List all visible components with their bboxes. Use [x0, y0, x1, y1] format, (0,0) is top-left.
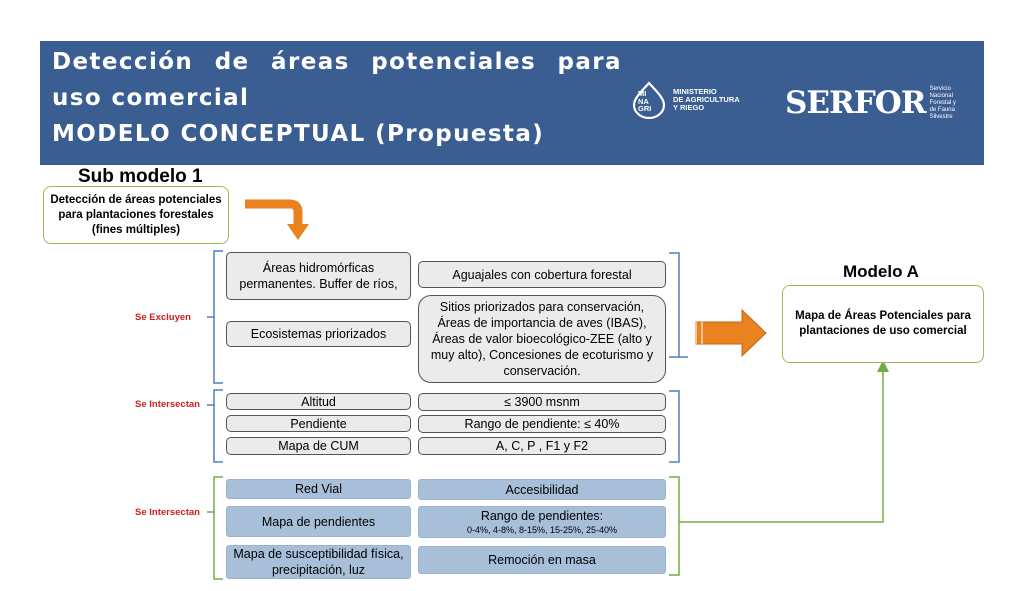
- box-sitios-priorizados: Sitios priorizados para conservación, Ár…: [418, 295, 666, 383]
- serfor-wordmark: SERFOR: [785, 85, 927, 121]
- label-se-intersectan-1: Se Intersectan: [135, 399, 200, 410]
- minagri-text: MINISTERIO DE AGRICULTURA Y RIEGO: [673, 88, 740, 112]
- box-ecosistemas-priorizados: Ecosistemas priorizados: [226, 321, 411, 347]
- title-word: potenciales: [371, 49, 537, 75]
- title-line-1: Detección de áreas potenciales para: [52, 44, 622, 80]
- box-aguajales: Aguajales con cobertura forestal: [418, 261, 666, 288]
- box-pendiente: Pendiente: [226, 415, 411, 432]
- box-remocion-masa: Remoción en masa: [418, 546, 666, 574]
- box-altitud-valor: ≤ 3900 msnm: [418, 393, 666, 411]
- bracket-access-left: [207, 476, 223, 580]
- rango-pendientes-values: 0-4%, 4-8%, 8-15%, 15-25%, 25-40%: [466, 525, 618, 535]
- box-accesibilidad: Accesibilidad: [418, 479, 666, 500]
- serfor-sub-line: Nacional: [929, 92, 953, 99]
- box-mapa-cum: Mapa de CUM: [226, 437, 411, 455]
- minagri-letters-2: NA: [638, 96, 649, 106]
- bracket-exclude-right: [669, 252, 688, 358]
- right-arrow-icon: [695, 308, 767, 358]
- minagri-text-line: MINISTERIO: [673, 87, 717, 96]
- title-word: para: [557, 49, 622, 75]
- submodel-title: Sub modelo 1: [78, 166, 203, 187]
- page-title: Detección de áreas potenciales para uso …: [52, 44, 622, 152]
- serfor-sub-line: Forestal y: [929, 99, 956, 106]
- header-banner: Detección de áreas potenciales para uso …: [40, 41, 984, 165]
- bracket-access-right: [669, 476, 680, 576]
- box-rango-pendientes: Rango de pendientes: 0-4%, 4-8%, 8-15%, …: [418, 506, 666, 538]
- title-word: Detección: [52, 49, 194, 75]
- submodel-description-box: Detección de áreas potenciales para plan…: [43, 186, 229, 244]
- bracket-intersect-left: [207, 389, 223, 463]
- minagri-text-line: Y RIEGO: [673, 103, 705, 112]
- serfor-sub-line: de Fauna: [929, 106, 955, 113]
- label-se-excluyen: Se Excluyen: [135, 312, 191, 323]
- minagri-drop-icon: MI NA GRI: [630, 81, 668, 119]
- curved-arrow-icon: [245, 199, 309, 240]
- minagri-text-line: DE AGRICULTURA: [673, 95, 740, 104]
- minagri-letters-1: MI: [638, 89, 647, 98]
- box-mapa-susceptibilidad: Mapa de susceptibilidad física, precipit…: [226, 545, 411, 579]
- title-line-3: MODELO CONCEPTUAL (Propuesta): [52, 121, 545, 147]
- title-word: de: [214, 49, 250, 75]
- minagri-letters-3: GRI: [638, 104, 652, 114]
- box-cum-valor: A, C, P , F1 y F2: [418, 437, 666, 455]
- box-red-vial: Red Vial: [226, 479, 411, 499]
- box-altitud: Altitud: [226, 393, 411, 410]
- modelo-a-box: Mapa de Áreas Potenciales para plantacio…: [782, 285, 984, 363]
- bracket-intersect-right: [669, 390, 680, 463]
- serfor-sub-line: Silvestre: [929, 113, 953, 120]
- connector-to-modelo-a: [679, 360, 889, 523]
- title-line-2: uso comercial: [52, 85, 250, 111]
- modelo-a-title: Modelo A: [843, 262, 919, 281]
- label-se-intersectan-2: Se Intersectan: [135, 507, 200, 518]
- title-word: áreas: [271, 49, 350, 75]
- box-areas-hidromorficas: Áreas hidromórficas permanentes. Buffer …: [226, 252, 411, 300]
- serfor-logo: SERFOR Servicio Nacional Forestal y de F…: [785, 85, 956, 121]
- serfor-subtitle: Servicio Nacional Forestal y de Fauna Si…: [930, 86, 956, 121]
- box-mapa-pendientes: Mapa de pendientes: [226, 506, 411, 537]
- rango-pendientes-title: Rango de pendientes:: [480, 509, 604, 523]
- bracket-exclude-left: [207, 250, 223, 384]
- minagri-logo: MI NA GRI MINISTERIO DE AGRICULTURA Y RI…: [630, 81, 740, 119]
- serfor-sub-line: Servicio: [929, 85, 951, 92]
- box-pendiente-valor: Rango de pendiente: ≤ 40%: [418, 415, 666, 433]
